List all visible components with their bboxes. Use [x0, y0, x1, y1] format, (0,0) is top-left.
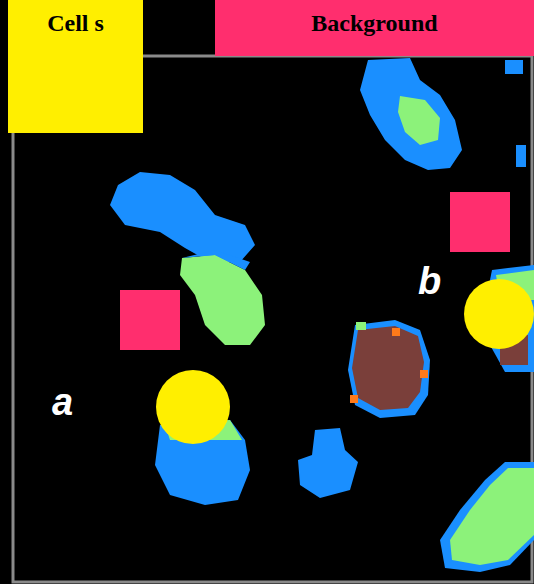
legend-text: Background	[311, 6, 437, 41]
region-label: b	[418, 262, 441, 300]
legend-cells-box: Cell s	[8, 0, 143, 133]
legend-text: Cell s	[47, 6, 104, 41]
legend-background-box: Background	[215, 0, 534, 56]
region-label: a	[52, 383, 73, 421]
